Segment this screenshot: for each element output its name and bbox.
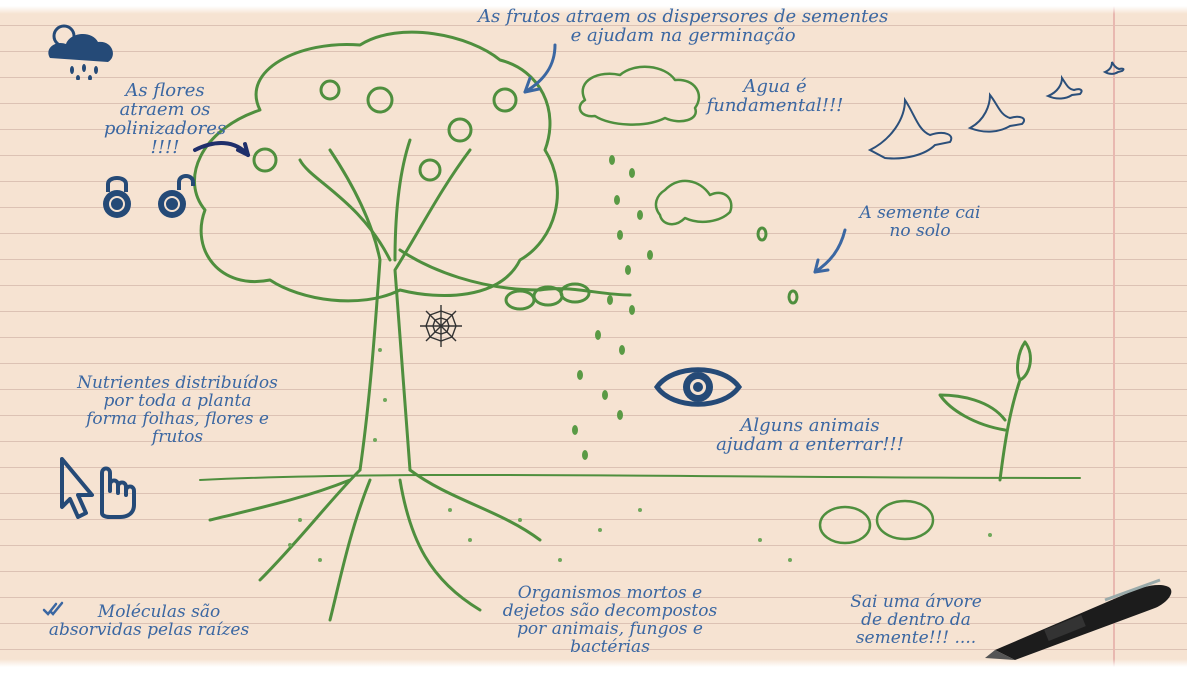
padlock-closed-icon [100, 172, 134, 220]
new-tree-annotation: Sai uma árvore de dentro da semente!!! .… [836, 594, 996, 648]
animals-bury-line-2: ajudam a enterrar!!! [695, 436, 925, 455]
water-line-2: fundamental!!! [690, 97, 860, 116]
seed-disperser-bird [656, 181, 731, 224]
decompose-annotation: Organismos mortos e dejetos são decompos… [490, 585, 730, 656]
spider-web-icon [418, 303, 464, 349]
curved-arrow-icon [525, 45, 555, 92]
fruits-annotation: As frutos atraem os dispersores de semen… [478, 8, 888, 46]
molecules-line-2: absorvidas pelas raízes [24, 622, 274, 640]
eye-icon[interactable] [653, 362, 743, 412]
flowers-line-3: polinizadores [90, 120, 240, 139]
flying-bird-icon [970, 95, 1024, 132]
decompose-line-3: por animais, fungos e [490, 621, 730, 639]
flying-bird-icon [870, 100, 951, 158]
sprout [940, 342, 1030, 480]
flying-bird-icon [1105, 62, 1123, 74]
pen-icon [985, 572, 1185, 662]
nutrients-line-3: forma folhas, flores e [55, 411, 300, 429]
seed-underground [877, 501, 933, 539]
ground-line [200, 475, 1080, 480]
nutrients-annotation: Nutrientes distribuídos por toda a plant… [55, 375, 300, 446]
ground-speckles [288, 348, 992, 562]
molecules-annotation: Moléculas são absorvidas pelas raízes [24, 604, 274, 640]
new-tree-line-2: de dentro da [836, 612, 996, 630]
flowers-line-4: !!!! [90, 139, 240, 158]
tree-trunk [330, 150, 380, 470]
rain-cloud-sketch [580, 67, 699, 125]
decompose-line-4: bactérias [490, 639, 730, 657]
flowers-line-2: atraem os [90, 101, 240, 120]
rain-drops [572, 155, 653, 460]
nutrients-line-4: frutos [55, 429, 300, 447]
weather-cloud-sun-rain-icon [42, 18, 120, 80]
decompose-line-2: dejetos são decompostos [490, 603, 730, 621]
flying-bird-icon [1048, 78, 1082, 99]
seed-underground [820, 507, 870, 543]
flowers-annotation: As flores atraem os polinizadores !!!! [90, 82, 240, 158]
new-tree-line-3: semente!!! .... [836, 630, 996, 648]
nutrients-line-2: por toda a planta [55, 393, 300, 411]
fruits-line-2: e ajudam na germinação [478, 27, 888, 46]
water-annotation: Agua é fundamental!!! [690, 78, 860, 116]
seed-falls-line-2: no solo [840, 223, 1000, 241]
pointer-hand-icon[interactable] [58, 455, 142, 519]
tree-crown [194, 32, 557, 301]
seed-falls-annotation: A semente cai no solo [840, 205, 1000, 241]
animals-bury-annotation: Alguns animais ajudam a enterrar!!! [695, 417, 925, 455]
padlock-open-icon [155, 172, 195, 220]
